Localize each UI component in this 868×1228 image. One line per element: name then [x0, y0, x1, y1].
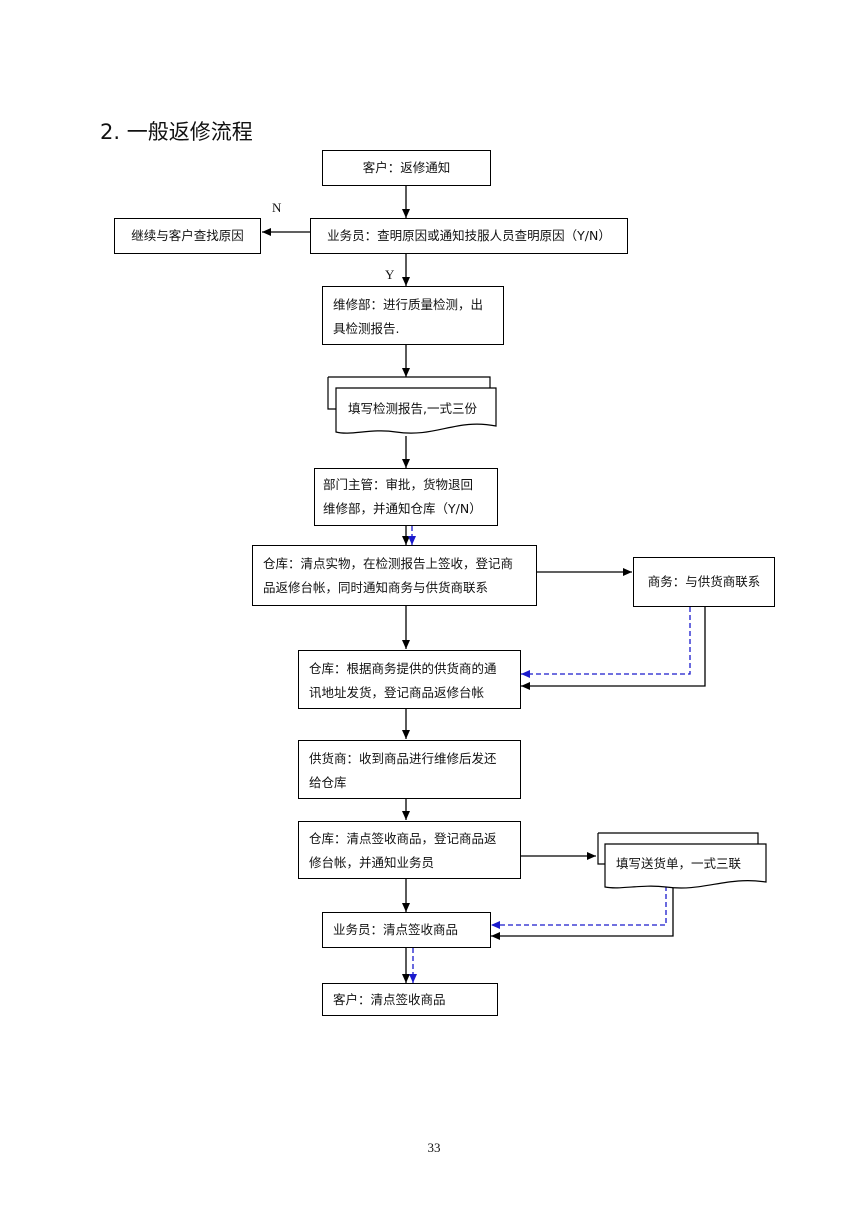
doc-delivery-note-text: 填写送货单，一式三联: [616, 856, 742, 871]
box-supplier-repair: 供货商：收到商品进行维修后发还 给仓库: [298, 740, 521, 799]
box-supplier-repair-line2: 给仓库: [309, 775, 347, 790]
box-warehouse-receive: 仓库：清点签收商品，登记商品返 修台帐，并通知业务员: [298, 821, 521, 879]
box-continue-find-text: 继续与客户查找原因: [131, 228, 244, 243]
box-dept-supervisor: 部门主管：审批，货物退回 维修部，并通知仓库（Y/N）: [314, 468, 498, 526]
arrow-delivery-to-salesperson: [491, 888, 674, 940]
box-customer-receive: 客户：清点签收商品: [322, 983, 498, 1016]
box-repair-dept-line1: 维修部：进行质量检测，出: [333, 297, 484, 312]
box-dept-supervisor-line1: 部门主管：审批，货物退回: [323, 477, 474, 492]
box-customer-notice: 客户：返修通知: [322, 150, 491, 186]
box-salesperson-receive: 业务员：清点签收商品: [322, 912, 491, 948]
box-warehouse-receive-line1: 仓库：清点签收商品，登记商品返: [309, 831, 497, 846]
box-warehouse-ship: 仓库：根据商务提供的供货商的通 讯地址发货，登记商品返修台帐: [298, 650, 521, 709]
doc-delivery-note: [597, 832, 767, 889]
box-warehouse-count-line1: 仓库：清点实物，在检测报告上签收，登记商: [263, 556, 514, 571]
box-warehouse-count: 仓库：清点实物，在检测报告上签收，登记商 品返修台帐，同时通知商务与供货商联系: [252, 545, 537, 606]
box-supplier-repair-line1: 供货商：收到商品进行维修后发还: [309, 751, 497, 766]
box-warehouse-count-line2: 品返修台帐，同时通知商务与供货商联系: [263, 580, 489, 595]
box-warehouse-ship-line2: 讯地址发货，登记商品返修台帐: [309, 685, 485, 700]
doc-inspection-report-text: 填写检测报告,一式三份: [348, 401, 477, 416]
box-salesperson-check: 业务员：查明原因或通知技服人员查明原因（Y/N）: [310, 218, 628, 254]
box-salesperson-receive-text: 业务员：清点签收商品: [333, 922, 459, 937]
box-customer-receive-text: 客户：清点签收商品: [333, 992, 446, 1007]
dashed-commerce-to-ship: [521, 607, 691, 678]
box-dept-supervisor-line2: 维修部，并通知仓库（Y/N）: [323, 501, 482, 516]
label-no: N: [272, 200, 282, 215]
label-yes: Y: [385, 267, 395, 282]
page-heading: 2. 一般返修流程: [100, 120, 253, 144]
box-commerce-contact-text: 商务：与供货商联系: [647, 574, 761, 589]
box-commerce-contact: 商务：与供货商联系: [633, 557, 775, 607]
box-salesperson-check-text: 业务员：查明原因或通知技服人员查明原因（Y/N）: [327, 228, 611, 243]
arrow-commerce-to-ship: [521, 607, 706, 690]
box-continue-find: 继续与客户查找原因: [114, 218, 261, 254]
box-repair-dept: 维修部：进行质量检测，出 具检测报告.: [322, 286, 504, 345]
doc-inspection-report: [327, 376, 497, 434]
box-warehouse-receive-line2: 修台帐，并通知业务员: [309, 855, 435, 870]
box-repair-dept-line2: 具检测报告.: [333, 321, 400, 336]
box-customer-notice-text: 客户：返修通知: [362, 160, 451, 175]
box-warehouse-ship-line1: 仓库：根据商务提供的供货商的通: [309, 661, 497, 676]
page-number: 33: [427, 1140, 441, 1155]
